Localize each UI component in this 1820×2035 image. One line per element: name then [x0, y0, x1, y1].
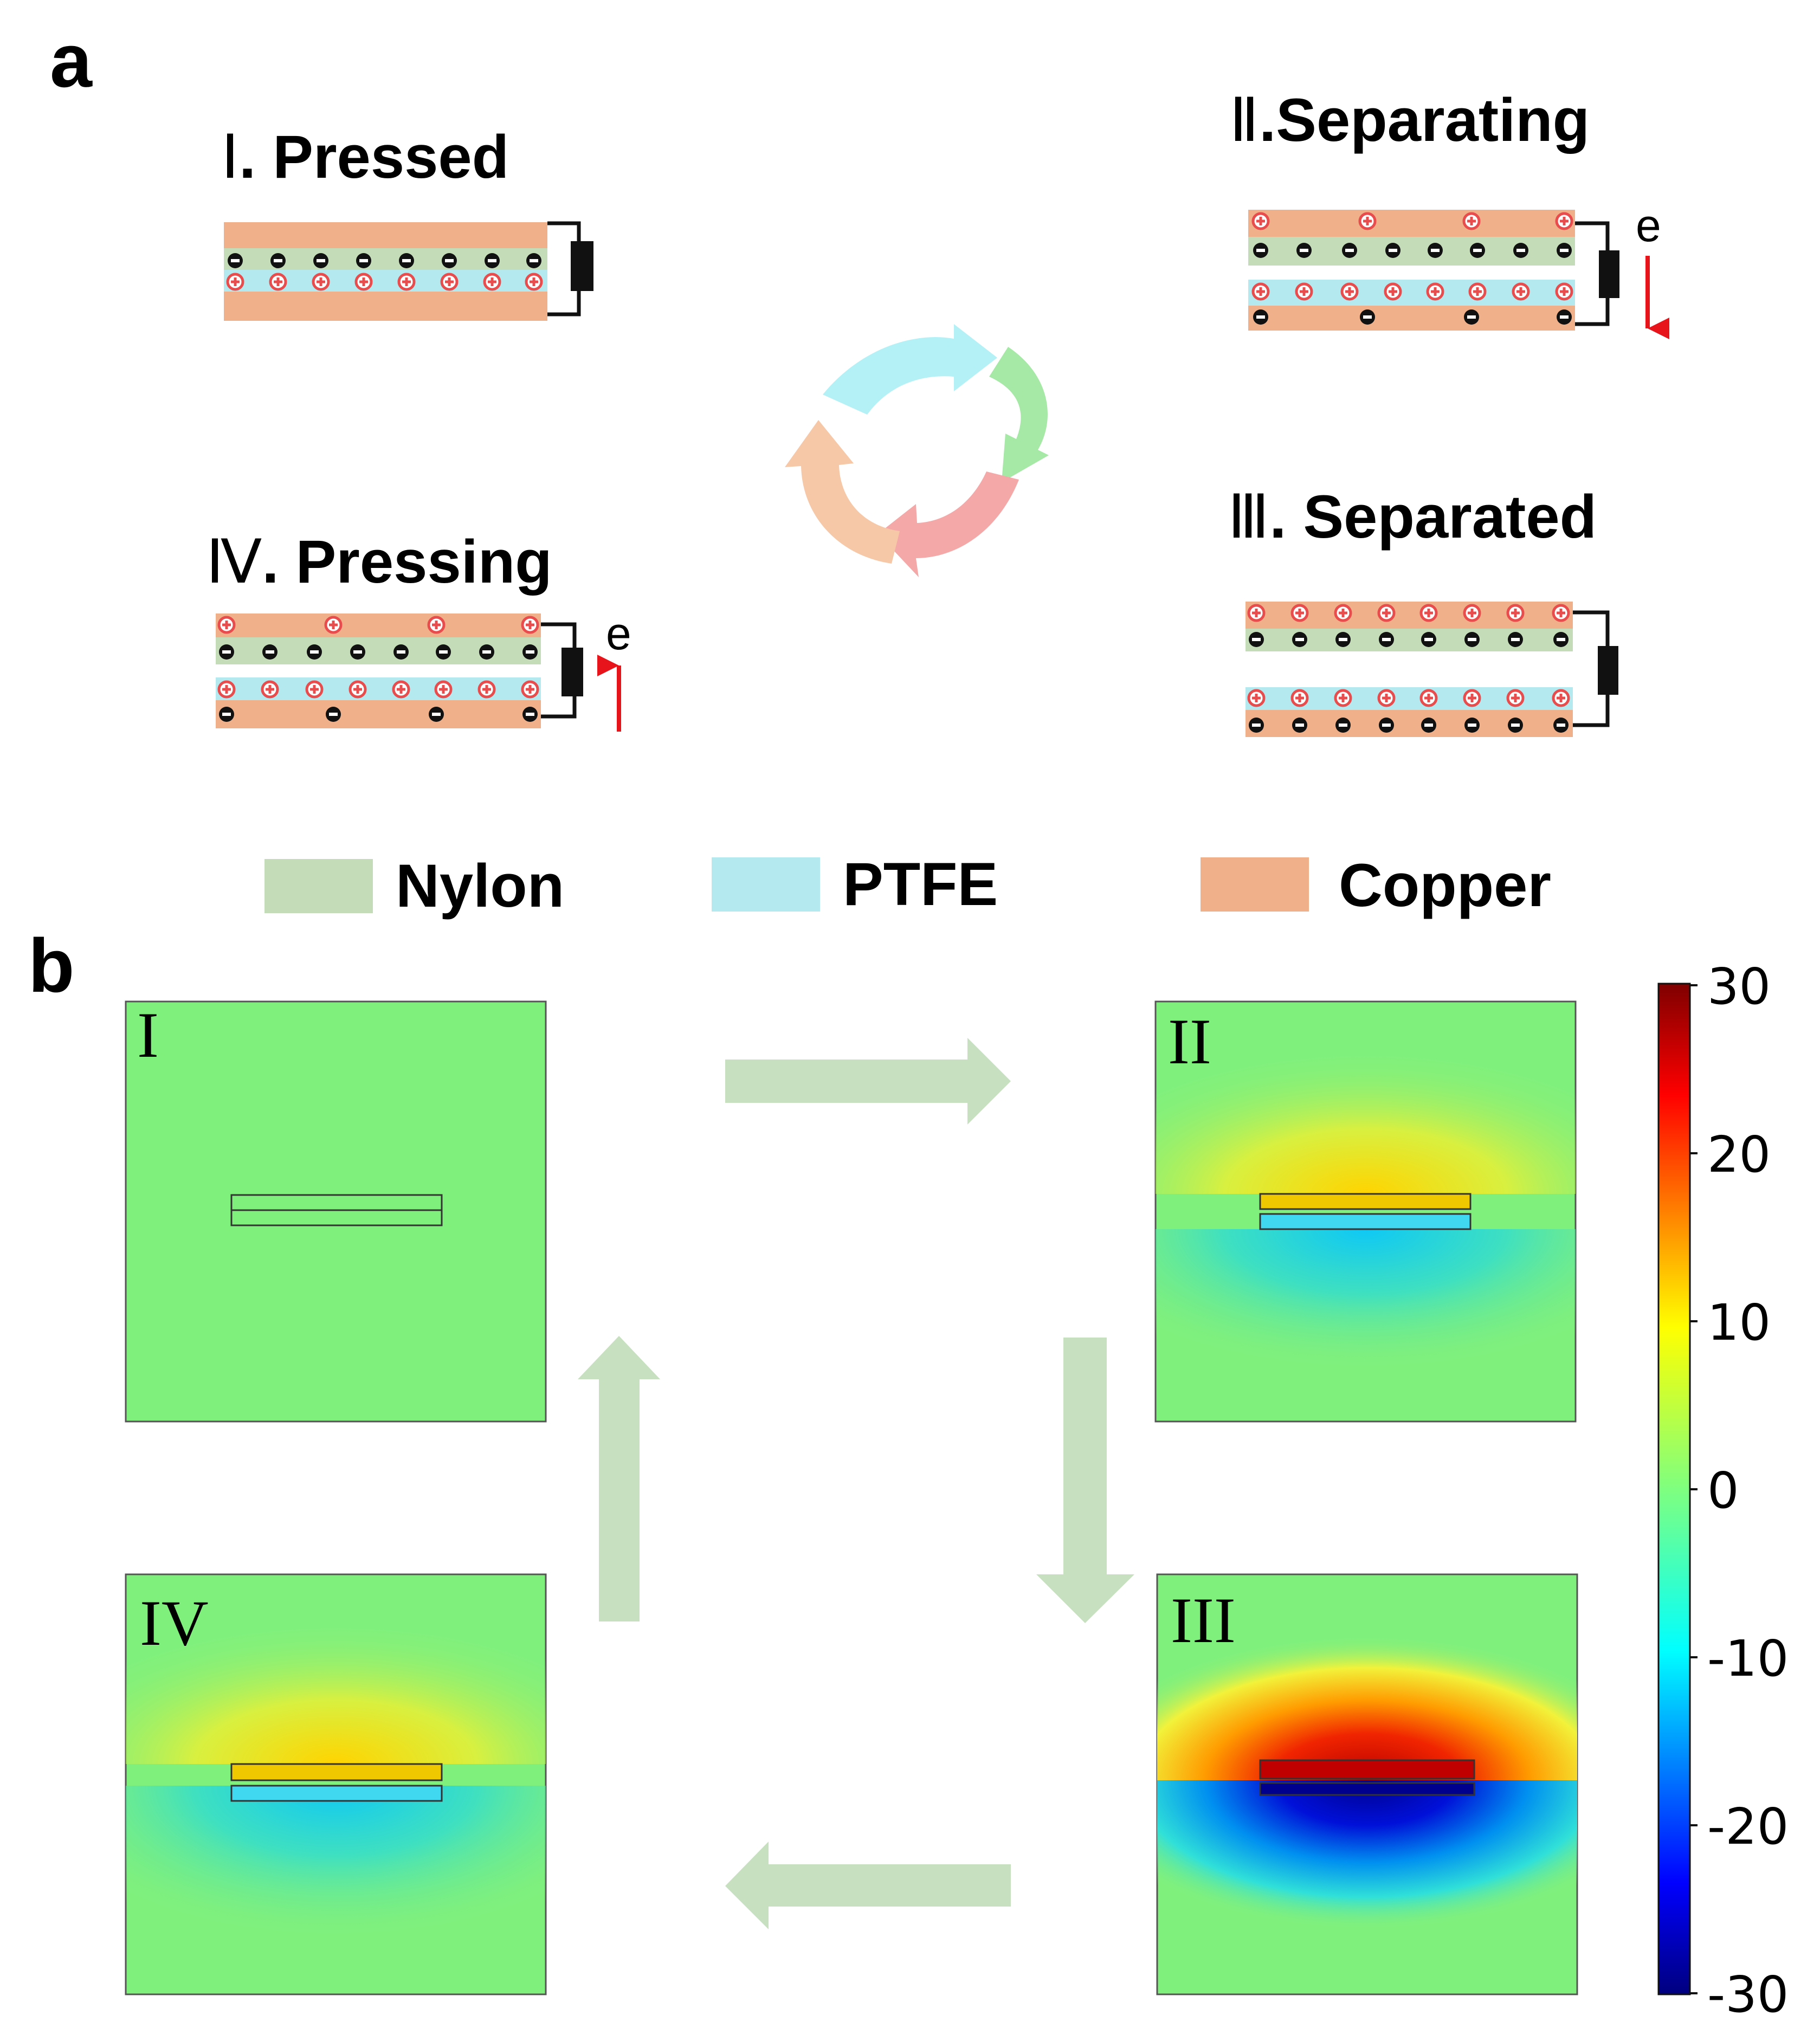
sim-iii-negative-field [1157, 1780, 1577, 1994]
stage-i-roman: Ⅰ [221, 124, 239, 191]
sim-iv-negative-field [126, 1786, 546, 1994]
panel-a-letter: a [50, 18, 93, 103]
colorbar-tick-marks [1690, 984, 1698, 1994]
stage-iii-nylon-charges [1249, 632, 1569, 647]
stage-ii-bottom-electrode-charges [1253, 309, 1572, 325]
stage-ii-name: .Separating [1259, 86, 1590, 154]
stage-i-positive-charges [226, 273, 543, 291]
stage-iii-bottom-electrode-charges [1249, 718, 1569, 733]
cycle-arrow-orange [785, 420, 900, 564]
stage-iii-top-electrode-charges [1247, 604, 1570, 622]
sim-iv-label: IV [140, 1587, 209, 1659]
stage-i-copper-top [224, 222, 547, 248]
simulation-panel-ii: II [1154, 1000, 1577, 1423]
sim-iii-layer-bottom [1259, 1782, 1475, 1796]
colorbar-tick-label-m20: -20 [1707, 1798, 1789, 1856]
stage-ii-copper-bottom [1248, 306, 1575, 331]
cycle-arrow-red [878, 471, 1019, 577]
stage-i-copper-bottom [224, 292, 547, 321]
colorbar-tick-label-0: 0 [1707, 1462, 1739, 1520]
stage-iv-copper-top [216, 613, 541, 637]
sim-ii-label: II [1168, 1005, 1211, 1077]
colorbar-tick-label-m30: -30 [1707, 1966, 1789, 2024]
stage-iii-title: Ⅲ. Separated [1228, 483, 1597, 551]
stage-iv-title: Ⅳ. Pressing [206, 528, 552, 596]
stage-ii-ptfe-charges [1251, 282, 1573, 301]
sim-iii-label: III [1171, 1584, 1236, 1656]
legend-label-copper: Copper [1339, 851, 1551, 919]
stage-ii-top-electrode-charges [1251, 212, 1573, 230]
process-arrows [578, 1038, 1134, 1929]
stage-iii-name: . Separated [1269, 483, 1597, 551]
stage-i-load [571, 241, 593, 291]
colorbar-tick-label-m10: -10 [1707, 1630, 1789, 1688]
stage-iv-ptfe-charges [217, 680, 539, 699]
sim-iv-layer-top [230, 1763, 443, 1781]
cycle-arrow-cyan [823, 324, 997, 415]
stage-iv-electron-label: e [606, 608, 631, 659]
stage-ii-roman: Ⅱ [1229, 87, 1259, 154]
legend-label-nylon: Nylon [396, 852, 564, 920]
stage-ii: Ⅱ.Separating [1229, 86, 1669, 339]
sim-ii-negative-field [1156, 1229, 1576, 1422]
colorbar-tick-label-30: 30 [1707, 958, 1771, 1016]
colorbar-gradient [1657, 983, 1691, 1995]
sim-iv-layer-bottom [230, 1785, 443, 1802]
stage-iii-load [1598, 646, 1618, 695]
simulation-panel-iv: IV [125, 1573, 547, 1995]
stage-ii-title: Ⅱ.Separating [1229, 86, 1590, 154]
sim-ii-layer-top [1259, 1193, 1472, 1210]
legend-swatch-copper [1201, 857, 1309, 912]
legend-label-ptfe: PTFE [843, 850, 998, 918]
stage-i-title: Ⅰ. Pressed [221, 123, 509, 191]
legend-swatch-nylon [264, 859, 373, 913]
stage-iv-roman: Ⅳ [206, 529, 262, 596]
colorbar-tick-label-10: 10 [1707, 1294, 1771, 1352]
sim-iv-positive-field [126, 1574, 546, 1764]
stage-iv-load [562, 648, 583, 696]
stage-i: Ⅰ. Pressed [221, 123, 593, 321]
stage-iii-ptfe-charges [1247, 689, 1570, 707]
sim-ii-positive-field [1156, 1002, 1576, 1194]
sim-i-field [125, 1000, 547, 1423]
stage-i-name: . Pressed [239, 123, 509, 191]
cycle-arrows [785, 324, 1049, 577]
stage-iii: Ⅲ. Separated [1228, 483, 1618, 737]
arrow-ii-to-iii [1036, 1338, 1134, 1623]
arrow-iii-to-iv [725, 1842, 1011, 1929]
arrow-iv-to-i [578, 1336, 660, 1621]
simulation-panel-iii: III [1156, 1573, 1578, 1995]
stage-iv-bottom-electrode-charges [219, 707, 538, 722]
stage-ii-load [1599, 250, 1619, 298]
panel-b-letter: b [28, 923, 75, 1008]
stage-iv-nylon-charges [219, 644, 538, 660]
stage-ii-nylon-charges [1253, 243, 1572, 258]
stage-i-negative-charges [228, 253, 541, 268]
stage-iv-top-electrode-charges [217, 616, 539, 634]
legend-swatch-ptfe [712, 857, 820, 912]
colorbar: 30 20 10 0 -10 -20 -30 [1657, 958, 1789, 2024]
simulation-panel-i: I [125, 999, 547, 1423]
stage-ii-copper-top [1248, 210, 1575, 237]
colorbar-tick-label-20: 20 [1707, 1126, 1771, 1184]
stage-iii-roman: Ⅲ [1228, 484, 1269, 551]
sim-iii-positive-field [1157, 1574, 1577, 1780]
sim-ii-layer-bottom [1259, 1213, 1472, 1230]
stage-ii-electron-label: e [1636, 200, 1661, 251]
sim-iii-layer-top [1259, 1759, 1475, 1780]
cycle-arrow-green [989, 347, 1049, 482]
sim-i-layer-bottom [230, 1209, 443, 1226]
sim-i-label: I [137, 999, 159, 1071]
arrow-i-to-ii [725, 1038, 1011, 1125]
material-legend: Nylon PTFE Copper [264, 850, 1551, 920]
stage-iv-name: . Pressing [262, 528, 552, 596]
stage-iv-copper-bottom [216, 700, 541, 728]
stage-iv: Ⅳ. Pressing [206, 528, 631, 732]
